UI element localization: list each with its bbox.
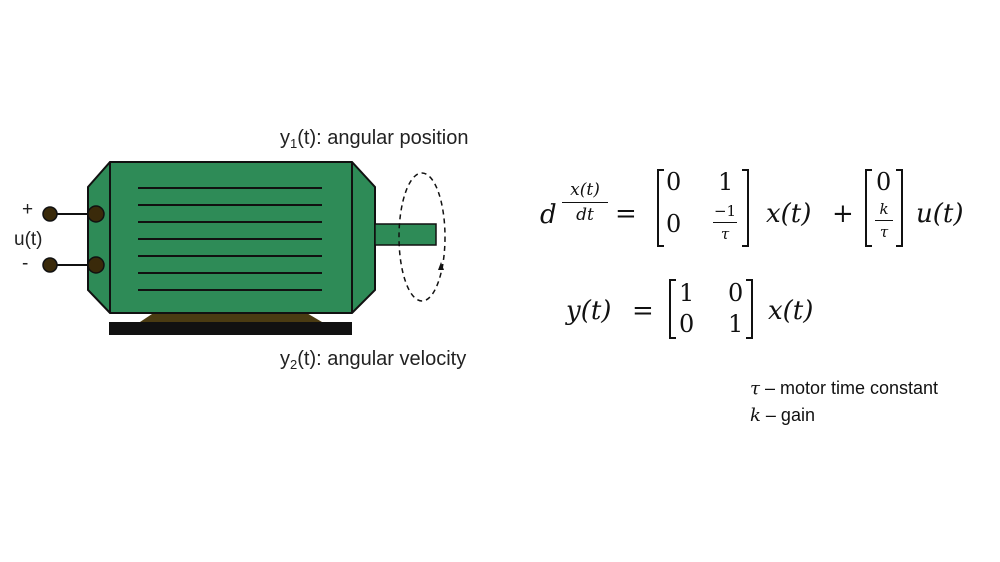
motor-base: [109, 322, 352, 335]
label-minus: -: [22, 253, 29, 274]
rotation-arrow: [398, 172, 446, 302]
motor-shaft: [374, 223, 437, 246]
label-angular-velocity: y2(t): angular velocity: [280, 348, 467, 372]
state-derivative-denominator: dt: [576, 205, 594, 225]
matrix-b-brackets: [865, 169, 903, 247]
state-u: u(t): [916, 199, 964, 229]
motor-diagram: [42, 161, 446, 335]
note-gain: k – gain: [750, 405, 815, 426]
state-equals: =: [615, 199, 637, 229]
matrix-b-2-numerator: k: [879, 200, 889, 218]
state-derivative-fraction: x(t) dt: [562, 180, 608, 225]
motor-mount: [140, 312, 322, 322]
matrix-c-11: 1: [679, 279, 695, 307]
matrix-a-12: 1: [718, 168, 734, 196]
matrix-b-2: k τ: [872, 200, 896, 241]
matrix-b-1: 0: [876, 168, 892, 196]
note-time-constant-symbol: τ: [750, 378, 760, 399]
terminal-plus: [42, 206, 58, 222]
matrix-b-2-denominator: τ: [879, 223, 889, 241]
matrix-a-brackets: [657, 169, 749, 247]
label-input-u: u(t): [14, 229, 43, 250]
matrix-c-12: 0: [728, 279, 744, 307]
output-x: x(t): [768, 296, 814, 326]
state-plus: +: [832, 199, 854, 229]
rotation-arrowhead-icon: [438, 262, 444, 270]
note-gain-text: – gain: [760, 405, 815, 425]
matrix-c-21: 0: [679, 310, 695, 338]
matrix-c-brackets: [669, 279, 753, 339]
label-plus: +: [22, 199, 34, 220]
terminal-minus: [42, 257, 58, 273]
label-angular-position: y1(t): angular position: [280, 127, 469, 151]
output-equals: =: [632, 296, 654, 326]
note-time-constant-text: – motor time constant: [759, 378, 939, 398]
matrix-c-22: 1: [728, 310, 744, 338]
output-lhs: y(t): [566, 296, 612, 326]
state-d: d: [540, 200, 557, 230]
note-gain-symbol: k: [750, 405, 761, 426]
state-x: x(t): [766, 199, 812, 229]
motor-fins: [138, 187, 322, 291]
matrix-a-11: 0: [666, 168, 682, 196]
state-derivative-numerator: x(t): [570, 180, 600, 200]
matrix-a-22-denominator: τ: [720, 225, 730, 243]
matrix-a-22: −1 τ: [709, 202, 741, 243]
note-time-constant: τ – motor time constant: [750, 378, 938, 399]
matrix-a-21: 0: [666, 210, 682, 238]
matrix-a-22-numerator: −1: [713, 202, 737, 220]
